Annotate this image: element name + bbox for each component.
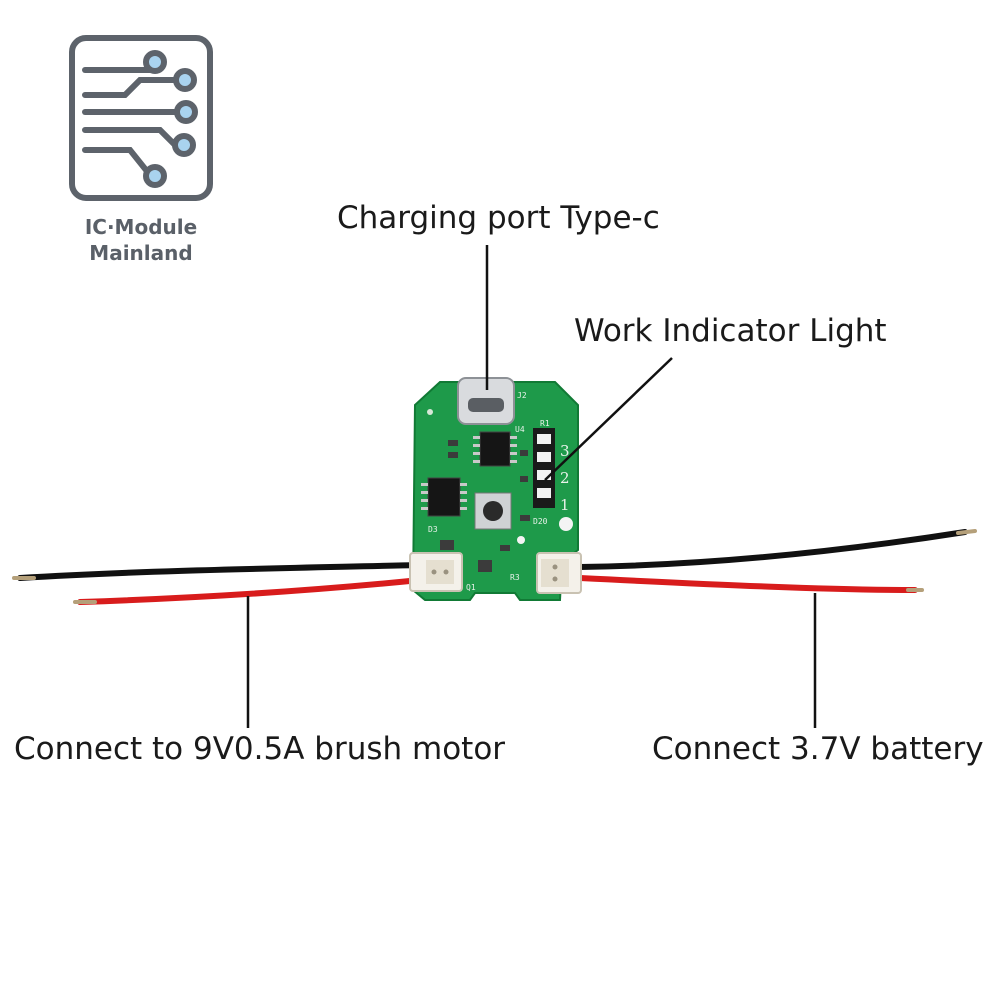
battery-label: Connect 3.7V battery bbox=[652, 731, 984, 767]
battery-black-wire bbox=[577, 529, 968, 570]
silk-r3: R3 bbox=[510, 573, 520, 582]
silk-u4: U4 bbox=[515, 425, 525, 434]
chip-driver-pins bbox=[421, 483, 467, 510]
logo bbox=[69, 35, 213, 201]
push-button bbox=[474, 492, 512, 530]
silk-r1: R1 bbox=[540, 419, 550, 428]
motor-label: Connect to 9V0.5A brush motor bbox=[14, 731, 506, 767]
chip-u4-pins bbox=[473, 436, 517, 463]
logo-text-line2: Mainland bbox=[89, 241, 193, 265]
chip-u4 bbox=[479, 431, 511, 467]
led-number-3: 3 bbox=[560, 442, 570, 460]
battery-connector bbox=[536, 552, 582, 594]
smd-components bbox=[440, 440, 530, 572]
via-hole bbox=[427, 409, 433, 415]
pcb-silkscreen: J2 U4 R1 D3 R3 D20 Q1 bbox=[428, 391, 550, 592]
battery-wires bbox=[577, 529, 977, 593]
charging-port-label: Charging port Type-c bbox=[337, 200, 660, 236]
battery-black-wire-tip bbox=[956, 529, 977, 535]
callout-lines bbox=[246, 245, 817, 728]
silk-d3: D3 bbox=[428, 525, 438, 534]
via-hole-2 bbox=[517, 536, 525, 544]
led-number-2: 2 bbox=[560, 469, 570, 487]
motor-black-wire bbox=[17, 562, 423, 581]
circuit-trace-icon bbox=[82, 50, 198, 188]
indicator-leader bbox=[544, 357, 673, 481]
mounting-hole bbox=[559, 517, 573, 531]
motor-wires bbox=[12, 562, 423, 605]
motor-connector bbox=[409, 552, 463, 592]
work-indicator-label: Work Indicator Light bbox=[574, 313, 887, 349]
silk-q1: Q1 bbox=[466, 583, 476, 592]
silk-j2: J2 bbox=[517, 391, 527, 400]
usb-c-port bbox=[457, 377, 515, 425]
logo-frame bbox=[69, 35, 213, 201]
logo-text-line1: IC·Module bbox=[84, 215, 198, 239]
indicator-leds bbox=[533, 428, 555, 508]
silk-d20: D20 bbox=[533, 517, 548, 526]
battery-red-wire bbox=[577, 575, 918, 593]
led-number-1: 1 bbox=[560, 496, 570, 514]
pcb-board: 3 2 1 J2 U4 R1 D3 R3 D20 Q1 bbox=[409, 377, 582, 601]
chip-driver bbox=[427, 477, 461, 517]
motor-red-wire bbox=[77, 577, 423, 605]
